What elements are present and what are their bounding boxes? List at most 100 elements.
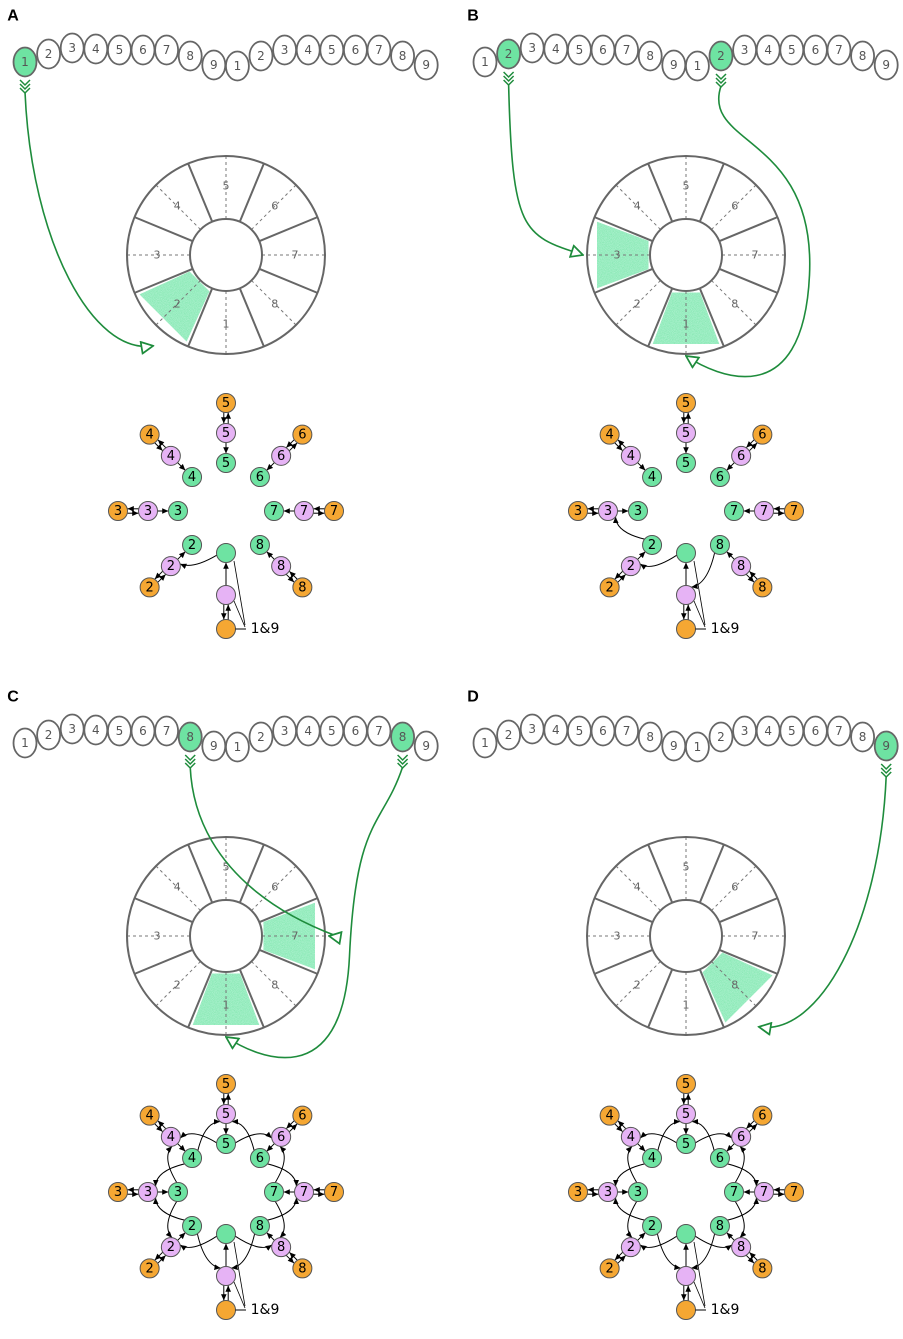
graph-edge (726, 1232, 735, 1241)
node-label: 7 (270, 1185, 278, 1200)
wedge-label-3: 3 (614, 249, 621, 262)
graph-edge (745, 574, 755, 583)
wedge-speckle-7 (263, 902, 315, 970)
wedge-guide (155, 865, 201, 911)
graph-edge (177, 551, 186, 560)
orange-node-1 (676, 1300, 696, 1320)
green-node-3 (168, 1182, 188, 1202)
common-leader (693, 1281, 706, 1309)
orange-node-2 (139, 577, 160, 598)
wedge-label-6: 6 (731, 200, 738, 213)
green-node-6 (709, 467, 730, 488)
sequence-token (12, 727, 38, 759)
panel-label: C (7, 689, 19, 706)
wedge-label-4: 4 (634, 881, 641, 894)
graph-edge (154, 442, 163, 452)
graph-edge (289, 1123, 298, 1133)
node-label: 6 (716, 470, 724, 485)
node-label: 3 (634, 1185, 642, 1200)
node-label: 2 (188, 538, 196, 553)
green-node-8 (249, 1215, 270, 1236)
node-label: 2 (648, 538, 656, 553)
graph-edge (285, 1120, 295, 1129)
graph-edge (614, 1251, 623, 1261)
node-label: 7 (330, 1185, 338, 1200)
sequence-token-label: 4 (552, 723, 560, 737)
pink-node-6 (731, 1126, 752, 1147)
wheel-outer-ring (586, 155, 786, 355)
orange-node-8 (752, 1258, 773, 1279)
wheel-inner-ring (189, 899, 263, 973)
chevron-icon (184, 758, 196, 766)
chevron-icon (715, 77, 727, 85)
common-node-label: 1&9 (251, 1302, 280, 1318)
green-node-1 (676, 1224, 696, 1244)
node-label: 6 (277, 1130, 285, 1145)
green-node-8 (709, 534, 730, 555)
sequence-token (708, 721, 734, 753)
sequence-token (177, 40, 203, 72)
graph-edge (177, 1232, 186, 1241)
graph-edge (617, 574, 627, 583)
sequence-token (684, 731, 710, 763)
graph-edge (285, 574, 295, 583)
wedge-guide (615, 865, 661, 911)
graph-arc (625, 1145, 638, 1183)
graph-arc (179, 554, 218, 569)
node-label: 6 (277, 449, 285, 464)
chevron-icon (503, 71, 515, 79)
wedge-boundary (258, 267, 318, 294)
wedge-label-7: 7 (292, 249, 299, 262)
orange-node-7 (324, 1182, 344, 1202)
node-label: 6 (256, 1151, 264, 1166)
wedge-boundary (187, 163, 214, 223)
graph-edge (285, 439, 295, 448)
graph-edge (749, 570, 758, 580)
graph-edge (637, 462, 646, 471)
wedge-label-4: 4 (174, 881, 181, 894)
node-label: 5 (682, 1137, 690, 1152)
green-node-6 (709, 1148, 730, 1169)
wedge-guide (711, 184, 757, 230)
node-label: 5 (682, 396, 690, 411)
wedge-boundary (258, 948, 318, 975)
graph-arc (734, 1201, 747, 1239)
graph-edge (726, 551, 735, 560)
wedge-label-1: 1 (223, 318, 230, 331)
node-label: 5 (222, 1077, 230, 1092)
wedge-label-1: 1 (683, 999, 690, 1012)
sequence-token (614, 34, 640, 66)
graph-arc (179, 1131, 217, 1144)
wedge-boundary (718, 948, 778, 975)
orange-node-5 (216, 1074, 236, 1094)
graph-edge (266, 1143, 275, 1152)
wedge-boundary (647, 163, 674, 223)
wedge-boundary (258, 897, 318, 924)
sequence-token-active (496, 38, 521, 70)
node-label: 5 (682, 456, 690, 471)
orange-node-1 (676, 619, 696, 639)
node-label: 2 (648, 1219, 656, 1234)
graph-edge (266, 462, 275, 471)
green-node-6 (249, 467, 270, 488)
wedge-boundary (718, 216, 778, 243)
panel-label: B (467, 8, 479, 25)
green-node-2 (642, 1215, 663, 1236)
wedge-speckle-3 (597, 221, 649, 289)
transition-arrow (507, 83, 583, 255)
sequence-token-label: 1 (234, 740, 242, 754)
graph-arc (612, 1163, 645, 1187)
graph-arc (691, 1118, 715, 1151)
graph-arc (639, 1235, 678, 1251)
green-node-7 (724, 501, 744, 521)
sequence-token-label: 3 (741, 43, 749, 57)
sequence-token-label: 6 (812, 724, 820, 738)
sequence-token-active (12, 46, 38, 78)
green-node-7 (724, 1182, 744, 1202)
green-node-4 (182, 467, 203, 488)
graph-edge (637, 1143, 646, 1152)
sequence-token-label: 4 (92, 723, 100, 737)
graph-arc (197, 1118, 221, 1151)
